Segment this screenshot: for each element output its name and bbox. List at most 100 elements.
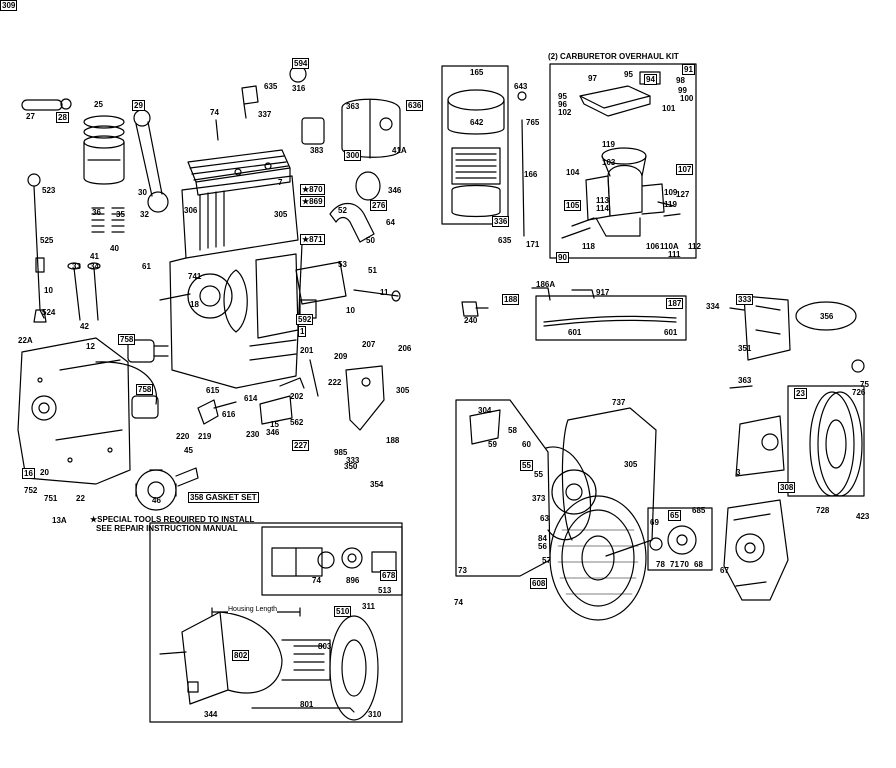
crankcase-cover-drawing [17, 337, 158, 485]
part-number-54: 51 [368, 266, 377, 275]
connecting-rod-drawing [133, 109, 169, 213]
part-number-76: 219 [198, 432, 212, 441]
part-number-89: 171 [526, 240, 540, 249]
part-number-78: 346 [266, 428, 280, 437]
part-number-154: 68 [694, 560, 703, 569]
part-number-131: 726 [852, 388, 866, 397]
part-number-22: 525 [40, 236, 54, 245]
part-number-72: 616 [222, 410, 236, 419]
part-number-165: 311 [362, 602, 375, 611]
part-number-83: 643 [514, 82, 528, 91]
piston-rings-drawing [83, 115, 125, 185]
part-number-164: 510 [334, 606, 352, 617]
part-number-25: 12 [86, 342, 95, 351]
part-number-60: 201 [300, 346, 314, 355]
part-number-160: 74 [312, 576, 321, 585]
part-number-30: 751 [44, 494, 58, 503]
part-number-109: 118 [582, 242, 595, 251]
carburetor-kit-heading: (2) CARBURETOR OVERHAUL KIT [548, 52, 679, 61]
part-number-51: 276 [370, 200, 388, 211]
special-tools-note-line1: ★SPECIAL TOOLS REQUIRED TO INSTALL [90, 515, 255, 524]
part-number-39: 36 [92, 208, 101, 217]
part-number-156: 3 [736, 468, 741, 477]
part-number-108: 114 [596, 204, 609, 213]
part-number-4: 29 [132, 100, 145, 111]
part-number-169: 801 [300, 700, 314, 709]
part-number-32: 22 [76, 494, 85, 503]
part-number-58: 592 [296, 314, 314, 325]
part-number-85: 765 [526, 118, 540, 127]
part-number-139: 55 [534, 470, 543, 479]
valve-springs-drawing [67, 207, 125, 321]
part-number-73: 614 [244, 394, 258, 403]
recoil-starter-drawing [549, 495, 647, 621]
governor-gear-drawing [127, 339, 169, 419]
part-number-15: 306 [184, 206, 198, 215]
part-number-141: 63 [540, 514, 549, 523]
part-number-162: 678 [380, 570, 398, 581]
part-number-121: 187 [666, 298, 684, 309]
part-number-158: 728 [816, 506, 830, 515]
part-number-106: 105 [564, 200, 582, 211]
part-number-137: 60 [522, 440, 531, 449]
flywheel-parts-drawing [647, 507, 713, 571]
part-number-113: 110A [660, 242, 679, 251]
part-number-3: 25 [94, 100, 103, 109]
part-number-45: 32 [140, 210, 149, 219]
part-number-65: 305 [396, 386, 410, 395]
camshaft-gear-drawing [135, 467, 199, 511]
part-number-82: 165 [470, 68, 484, 77]
part-number-88: 336 [492, 216, 510, 227]
part-number-129: 363 [738, 376, 752, 385]
part-number-70: 354 [370, 480, 384, 489]
part-number-90: 97 [588, 74, 597, 83]
part-number-37: 40 [110, 244, 119, 253]
part-number-103: 104 [566, 168, 580, 177]
part-number-138: 55 [520, 460, 533, 471]
part-number-9: 316 [292, 84, 306, 93]
part-number-66: 188 [386, 436, 400, 445]
part-number-153: 70 [680, 560, 689, 569]
part-number-27: 758 [136, 384, 154, 395]
cylinder-head-drawing [187, 149, 291, 196]
part-number-99: 96 [558, 100, 567, 109]
part-number-64: 222 [328, 378, 342, 387]
part-number-47: 741 [188, 272, 202, 281]
part-number-135: 58 [508, 426, 517, 435]
part-number-110: 109 [664, 188, 678, 197]
part-number-163: 513 [378, 586, 392, 595]
part-number-111: 119 [664, 200, 677, 209]
part-number-11: 300 [344, 150, 362, 161]
part-number-96: 101 [662, 104, 676, 113]
part-number-124: 334 [706, 302, 720, 311]
intake-elbow-drawing [295, 171, 401, 305]
part-number-91: 95 [624, 70, 633, 79]
part-number-126: 356 [820, 312, 834, 321]
part-number-16: 7 [278, 178, 283, 187]
part-number-116: 90 [556, 252, 569, 263]
part-number-52: 64 [386, 218, 395, 227]
part-number-117: 240 [464, 316, 478, 325]
part-number-147: 74 [454, 598, 463, 607]
part-number-41: 34 [90, 262, 99, 271]
part-number-140: 373 [532, 494, 546, 503]
part-number-74: 230 [246, 430, 260, 439]
part-number-20: 305 [274, 210, 288, 219]
part-number-62: 207 [362, 340, 376, 349]
part-number-10: 383 [310, 146, 324, 155]
part-number-145: 73 [458, 566, 467, 575]
air-cleaner-drawing [441, 65, 527, 237]
fuel-tank-bracket-drawing [729, 295, 865, 373]
part-number-112: 106 [646, 242, 660, 251]
part-number-130: 23 [794, 388, 807, 399]
part-number-118: 186A [536, 280, 556, 289]
part-number-115: 112 [688, 242, 701, 251]
part-number-100: 102 [558, 108, 572, 117]
part-number-68: 350 [344, 462, 358, 471]
part-number-94: 99 [678, 86, 687, 95]
part-number-123: 601 [664, 328, 678, 337]
part-number-61: 209 [334, 352, 348, 361]
part-number-142: 84 [538, 534, 547, 543]
starter-motor-drawing [149, 522, 403, 723]
part-number-84: 642 [470, 118, 484, 127]
